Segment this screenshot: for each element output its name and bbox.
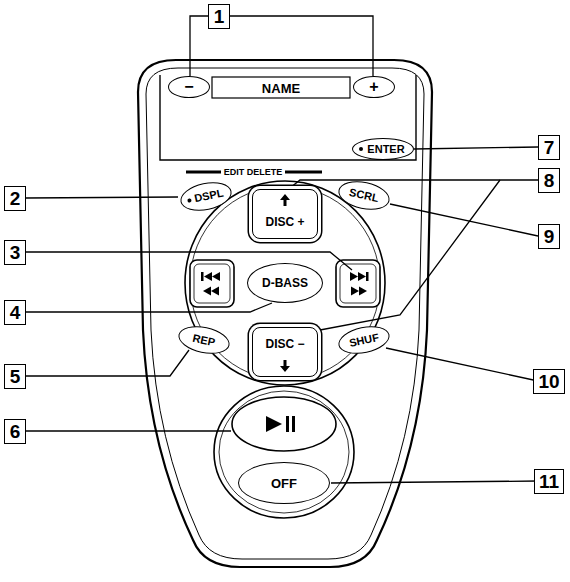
button-label: − bbox=[184, 79, 193, 95]
button: + bbox=[353, 76, 395, 98]
next-button-inner bbox=[340, 264, 376, 303]
button-label: DISC − bbox=[265, 338, 304, 350]
play-pause-icon bbox=[266, 416, 295, 432]
remote-body bbox=[138, 60, 432, 567]
lower-ring-inner bbox=[219, 391, 349, 513]
function-label: EDIT DELETE bbox=[221, 167, 286, 178]
callout-number: 8 bbox=[538, 168, 560, 193]
callout-number: 4 bbox=[4, 300, 26, 325]
lower-ring bbox=[214, 386, 354, 518]
button-label: REP bbox=[192, 332, 216, 347]
callout-number: 6 bbox=[4, 419, 26, 444]
leader-lines bbox=[26, 16, 538, 483]
button-dot bbox=[359, 147, 363, 151]
button-label: SHUF bbox=[348, 332, 380, 349]
callout-number: 10 bbox=[533, 369, 564, 394]
name-strip bbox=[212, 77, 350, 98]
disc-arrow bbox=[278, 193, 292, 207]
callout-number: 5 bbox=[4, 364, 26, 389]
prev-button bbox=[190, 260, 234, 307]
button-label: OFF bbox=[271, 477, 297, 490]
dpad-ring bbox=[185, 181, 385, 385]
button: OFF bbox=[238, 462, 330, 504]
play-button bbox=[232, 397, 336, 451]
next-icon bbox=[350, 272, 369, 296]
callout-number: 9 bbox=[538, 224, 560, 249]
button: DSPL bbox=[178, 177, 234, 214]
button-label: + bbox=[369, 79, 378, 95]
callout-number: 1 bbox=[208, 4, 230, 29]
button: SHUF bbox=[336, 322, 392, 358]
remote-body-inner bbox=[146, 68, 424, 559]
button: REP bbox=[176, 322, 232, 358]
top-panel bbox=[160, 75, 416, 160]
callout-number: 3 bbox=[4, 240, 26, 265]
button: DISC − bbox=[252, 327, 318, 377]
button-label: ENTER bbox=[367, 144, 404, 155]
button-label: D-BASS bbox=[262, 277, 308, 289]
prev-icon bbox=[201, 272, 220, 296]
button: ENTER bbox=[352, 138, 414, 160]
disc-arrow bbox=[278, 359, 292, 373]
button: D-BASS bbox=[247, 263, 323, 303]
button-label: SCRL bbox=[348, 187, 380, 204]
button: SCRL bbox=[336, 176, 392, 213]
callout-number: 2 bbox=[4, 186, 26, 211]
button: DISC + bbox=[252, 189, 318, 239]
callout-number: 11 bbox=[534, 469, 564, 494]
prev-button-inner bbox=[194, 264, 230, 303]
button-label: DSPL bbox=[193, 187, 224, 204]
button: − bbox=[168, 76, 210, 98]
button-label: DISC + bbox=[265, 216, 304, 228]
button-dot bbox=[187, 197, 192, 202]
button-label: NAME bbox=[259, 81, 303, 96]
callout-number: 7 bbox=[538, 135, 560, 160]
next-button bbox=[336, 260, 380, 307]
